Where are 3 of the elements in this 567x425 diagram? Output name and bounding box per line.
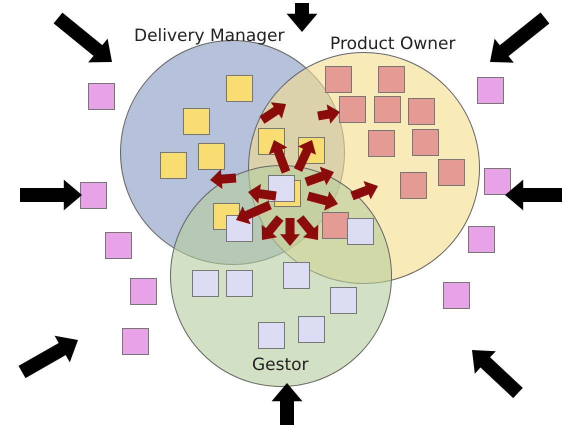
circle-title: Gestor <box>252 355 309 375</box>
circle-title: Product Owner <box>330 34 456 54</box>
circle-title: Delivery Manager <box>134 26 284 46</box>
